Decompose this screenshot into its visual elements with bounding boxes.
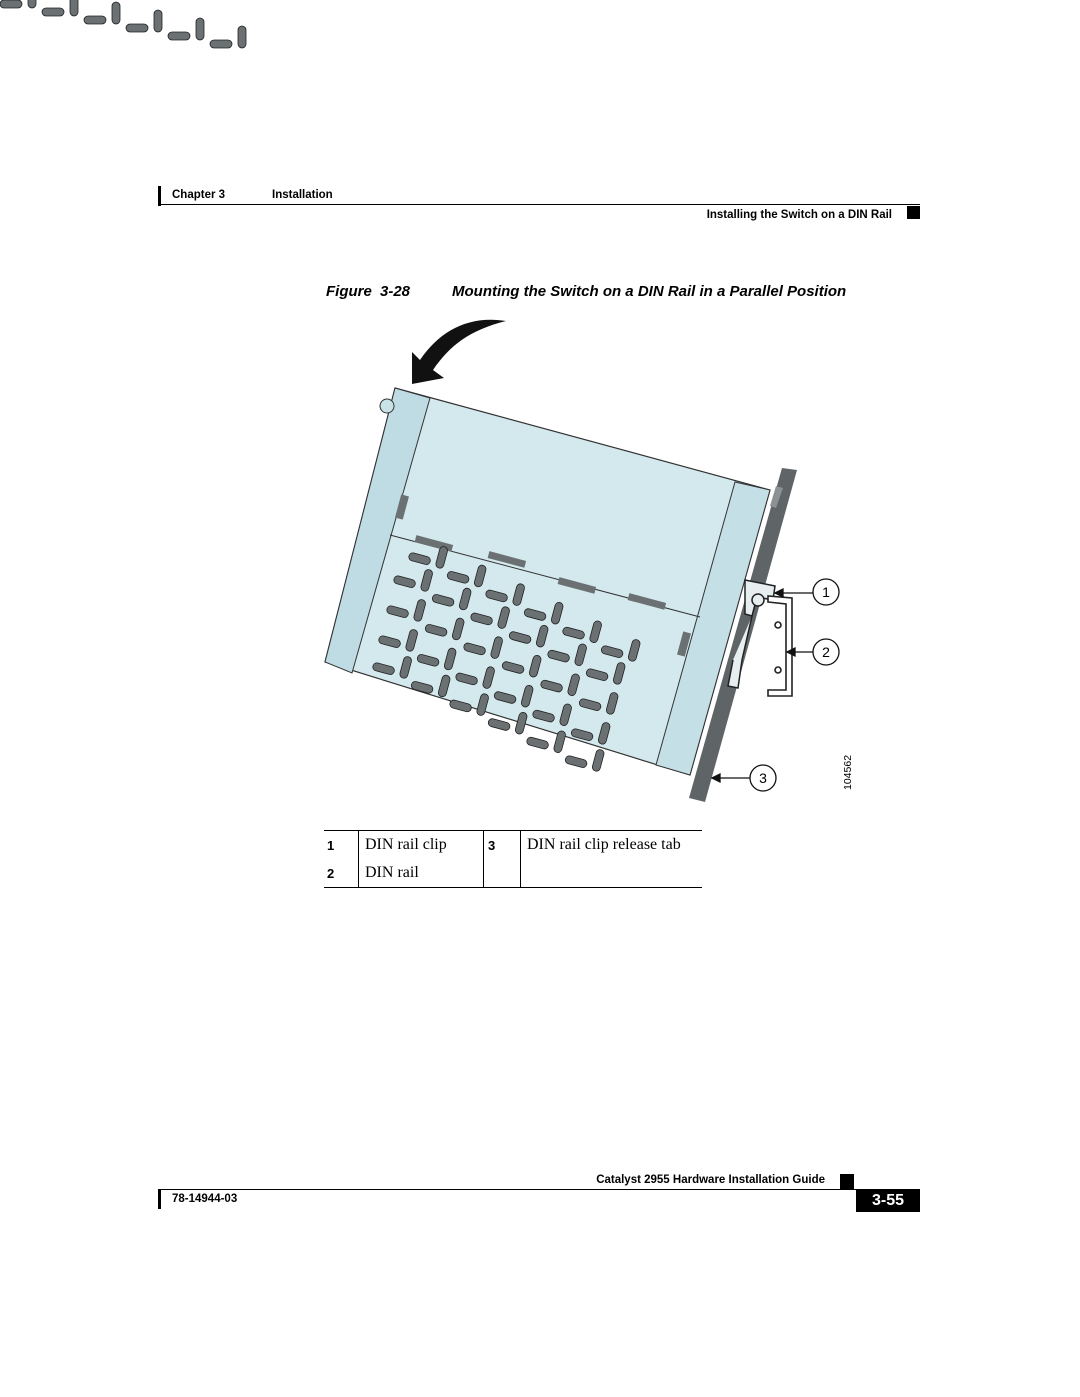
footer-marker: [840, 1174, 854, 1190]
vent-pattern: [0, 0, 652, 773]
legend-text: DIN rail clip release tab: [520, 830, 702, 859]
footer-guide-title: Catalyst 2955 Hardware Installation Guid…: [596, 1174, 825, 1186]
footer-bar: [158, 1189, 161, 1209]
callout-leaders: [710, 587, 813, 784]
legend-number: 1: [324, 830, 359, 859]
callout-1: 1: [812, 578, 840, 606]
figure-label: Figure: [326, 283, 372, 300]
rotation-arrow: [412, 319, 506, 384]
header-running-title: Installing the Switch on a DIN Rail: [706, 209, 892, 221]
switch-body: [324, 387, 771, 776]
callout-3: 3: [749, 764, 777, 792]
legend-number: 2: [324, 859, 359, 888]
header-marker: [907, 206, 920, 219]
svg-text:1: 1: [822, 584, 830, 600]
din-rail-illustration: 1 2 3 104562: [0, 0, 854, 802]
legend-number: 3: [483, 830, 521, 859]
header-chapter: Chapter 3: [172, 189, 226, 201]
header-rule: [160, 204, 920, 205]
header-bar: [158, 186, 161, 206]
svg-text:2: 2: [822, 644, 830, 660]
legend-number: [483, 859, 521, 888]
legend-text: DIN rail: [358, 859, 484, 888]
legend-text: [520, 859, 702, 888]
header-section: Installation: [272, 189, 333, 201]
callout-2: 2: [812, 638, 840, 666]
legend-text: DIN rail clip: [358, 830, 484, 859]
din-rail: [689, 468, 797, 802]
art-id: 104562: [842, 755, 854, 790]
page-number: 3-55: [856, 1190, 920, 1212]
footer-rule: [160, 1189, 920, 1190]
svg-text:3: 3: [759, 770, 767, 786]
din-rail-profile: [767, 595, 793, 697]
figure-number: 3-28: [380, 283, 411, 300]
legend-row: 1 DIN rail clip 3 DIN rail clip release …: [324, 830, 702, 859]
footer-doc-number: 78-14944-03: [172, 1193, 238, 1205]
din-rail-clip: [727, 579, 776, 689]
legend-row: 2 DIN rail: [324, 859, 702, 888]
callout-legend: 1 DIN rail clip 3 DIN rail clip release …: [324, 830, 702, 888]
figure-title: Mounting the Switch on a DIN Rail in a P…: [452, 283, 847, 300]
